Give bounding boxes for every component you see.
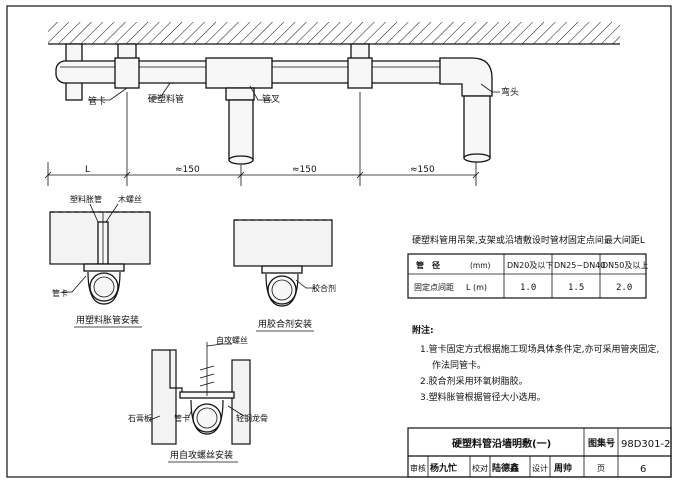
review-label: 审核 [410,463,426,473]
detail-b-title: 用胶合剂安装 [258,318,312,330]
top-pipe-run: 管卡 硬塑料管 管叉 弯头 [48,22,620,165]
detail-a-title: 用塑料胀管安装 [76,314,139,326]
notes: 附注: 1.管卡固定方式根据施工现场具体条件定,亦可采用管夹固定, 作法同管卡。… [412,324,659,403]
atlas-label: 图集号 [588,437,615,449]
label-self-tap: 自攻螺丝 [216,335,248,345]
note-1: 1.管卡固定方式根据施工现场具体条件定,亦可采用管夹固定, [420,343,659,355]
label-wood-screw: 木螺丝 [118,194,142,204]
page-number: 6 [640,464,646,475]
detail-adhesive: 胶合剂 用胶合剂安装 [233,219,336,332]
label-clamp: 管卡 [88,95,106,107]
dim-150-a: ≈150 [175,165,200,175]
label-elbow: 弯头 [501,86,519,98]
header-dn20: DN20及以下 [507,261,553,270]
atlas-number: 98D301-2 [621,439,670,450]
value-dn20: 1.0 [520,283,536,293]
header-dn50: DN50及以上 [602,261,648,270]
label-clamp-a: 管卡 [52,288,68,298]
notes-heading: 附注: [412,324,434,336]
table-caption: 硬塑料管用吊架,支架或沿墙敷设时管材固定点间最大间距L [412,234,645,246]
sheet-border [6,5,672,478]
label-tee: 管叉 [262,93,280,105]
row-label: 固定点间距 [414,282,454,292]
note-1-cont: 作法同管卡。 [432,359,486,371]
label-gypsum-board: 石膏板 [128,413,152,423]
header-diameter: 管 径 [416,260,440,270]
header-unit: (mm) [470,261,491,270]
check-signature: 陆德鑫 [492,462,519,474]
page-label: 页 [597,464,605,473]
header-dn25: DN25~DN40 [554,261,605,270]
tee-fitting [205,57,273,89]
dimension-line: L ≈150 ≈150 ≈150 [44,92,480,186]
dim-150-b: ≈150 [292,165,317,175]
dim-150-c: ≈150 [410,165,435,175]
detail-plastic-anchor: 塑料胀管 木螺丝 管卡 用塑料胀管安装 [49,194,151,328]
label-plastic-anchor: 塑料胀管 [70,194,102,204]
value-dn50: 2.0 [616,283,632,293]
label-pipe: 硬塑料管 [148,93,184,105]
note-3: 3.塑料胀管根据管径大小选用。 [420,391,546,403]
spacing-table: 硬塑料管用吊架,支架或沿墙敷设时管材固定点间最大间距L 管 径 (mm) DN2… [407,234,648,299]
elbow-fitting [439,57,493,97]
label-adhesive: 胶合剂 [312,283,336,293]
ceiling-slab [48,22,620,44]
detail-self-tapping: 自攻螺丝 石膏板 管卡 轻钢龙骨 用自攻螺丝安装 [128,335,268,463]
sheet-title: 硬塑料管沿墙明敷(一) [452,437,551,450]
note-2: 2.胶合剂采用环氧树脂胶。 [420,375,528,387]
dim-l: L [85,165,90,175]
pipe-clamp [114,57,140,89]
detail-c-title: 用自攻螺丝安装 [170,449,233,461]
review-signature: 杨九忙 [430,462,457,474]
value-dn25: 1.5 [568,283,584,293]
title-block: 硬塑料管沿墙明敷(一) 图集号 98D301-2 审核 杨九忙 校对 陆德鑫 设… [407,427,672,478]
label-light-keel: 轻钢龙骨 [236,413,268,423]
label-clamp-c: 管卡 [174,413,190,423]
check-label: 校对 [472,463,488,473]
design-label: 设计 [532,463,548,473]
row-unit: L (m) [466,283,487,292]
design-signature: 周帅 [554,462,572,474]
